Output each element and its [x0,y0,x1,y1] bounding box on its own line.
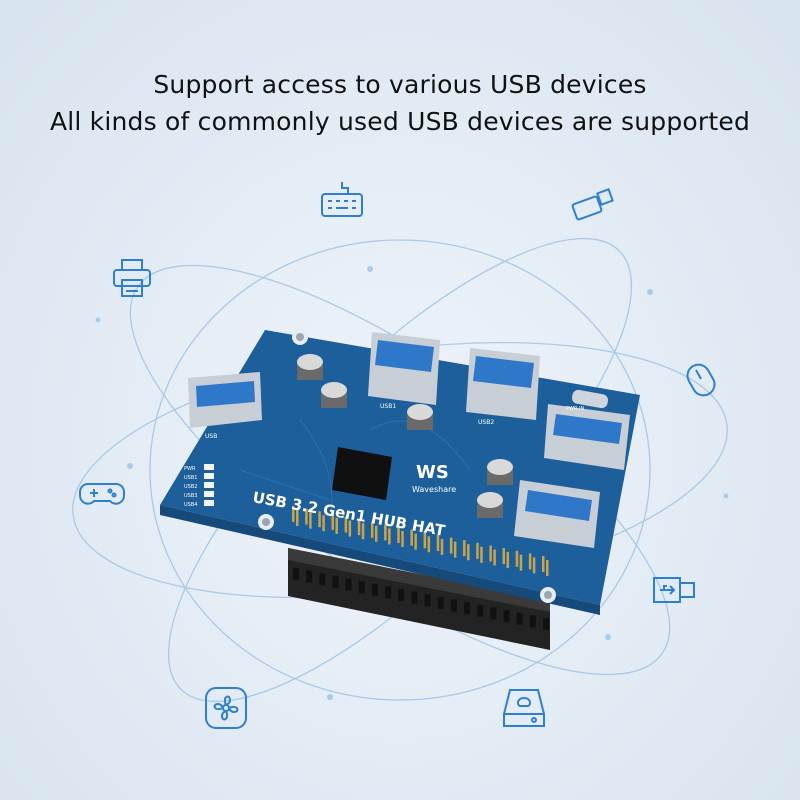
svg-text:USB4: USB4 [184,502,197,508]
brand-name: Waveshare [412,485,456,494]
svg-text:USB1: USB1 [184,475,197,481]
power-port-label: PWR IN [566,406,584,412]
gpio-header-body [288,548,550,650]
orbit-ellipse-4 [149,239,651,701]
brand-logo: WS [416,462,449,483]
external-hard-drive-icon [500,684,548,732]
headline-line-2: All kinds of commonly used USB devices a… [49,107,751,136]
headline: Support access to various USB devices Al… [0,66,800,140]
printer-icon [108,254,156,302]
usb-hub-board: WS Waveshare USB 3.2 Gen1 HUB HAT USB1 U… [160,329,640,650]
svg-text:PWR: PWR [184,466,196,472]
fan-icon [202,684,250,732]
svg-text:USB3: USB3 [184,493,197,499]
usb-connector-icon [650,566,698,614]
capacitors [297,354,513,518]
usb-port-right-1 [544,404,630,470]
usb-port-side [188,372,262,428]
svg-text:USB2: USB2 [184,484,197,490]
led-labels: PWR USB1 USB2 USB3 USB4 [184,466,197,508]
mounting-holes [258,329,556,603]
gamepad-icon [78,468,126,516]
hub-chip [332,447,392,500]
usb-port-2 [466,348,540,420]
orbit-nodes [95,266,729,700]
port-label-1: USB1 [380,403,396,410]
mouse-icon [678,356,726,404]
port-label-side: USB [205,433,217,440]
keyboard-icon [318,178,366,226]
gpio-pins [292,506,549,576]
gpio-header-holes [293,568,549,630]
status-leds [204,464,214,506]
port-label-2: USB2 [478,419,494,426]
headline-line-1: Support access to various USB devices [153,70,647,99]
usb-c-power-port [572,389,608,409]
usb-port-1 [368,332,440,405]
usb-flash-drive-icon [570,180,618,228]
usb-port-right-2 [514,480,600,548]
